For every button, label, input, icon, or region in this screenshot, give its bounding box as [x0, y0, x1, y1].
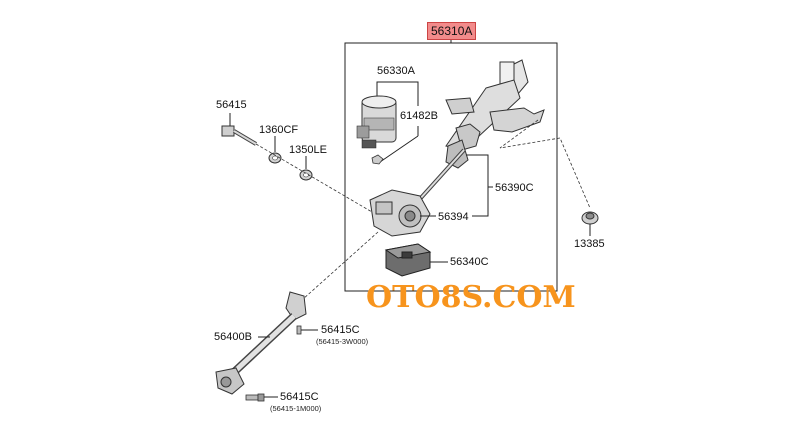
washer-1350le-graphic: [299, 169, 313, 181]
assembly-label-highlight[interactable]: 56310A: [427, 22, 477, 40]
bolt-56415c-top-graphic: [296, 325, 302, 335]
label-56340c[interactable]: 56340C: [450, 256, 489, 268]
bracket-56330a: [376, 81, 419, 163]
label-56330a[interactable]: 56330A: [377, 65, 415, 77]
bolt-56415c-bot-graphic: [245, 393, 265, 402]
label-56390c[interactable]: 56390C: [495, 182, 534, 194]
label-56394[interactable]: 56394: [438, 211, 469, 223]
label-13385[interactable]: 13385: [574, 238, 605, 250]
steering-column-graphic: [408, 59, 545, 212]
label-56400b[interactable]: 56400B: [214, 331, 252, 343]
label-1360cf[interactable]: 1360CF: [259, 124, 299, 136]
nut-13385-graphic: [581, 211, 599, 225]
label-56415c-top-alt: (56415-3W000): [316, 337, 369, 346]
label-1350le[interactable]: 1350LE: [289, 144, 327, 156]
label-56415[interactable]: 56415: [216, 99, 247, 111]
dashed-bolt-path: [255, 143, 373, 213]
intermediate-shaft-graphic: [215, 291, 307, 395]
ecu-56340c-graphic: [384, 243, 432, 277]
label-56415c-bot-alt: (56415-1M000): [270, 404, 322, 413]
bolt-56415-graphic: [221, 125, 258, 146]
label-56415c-top[interactable]: 56415C: [321, 324, 360, 336]
clip-61482b-graphic: [371, 154, 384, 165]
leaders-56390c-56394: [420, 154, 493, 263]
washer-1360cf-graphic: [268, 152, 282, 164]
label-61482b[interactable]: 61482B: [400, 110, 438, 122]
dashed-shaft-path: [301, 231, 379, 301]
gearbox-56394-graphic: [369, 189, 431, 237]
motor-unit-graphic: [356, 95, 397, 149]
label-56415c-bot[interactable]: 56415C: [280, 391, 319, 403]
watermark: OTO8S.COM: [366, 280, 576, 315]
dashed-leader-13385: [499, 119, 591, 209]
